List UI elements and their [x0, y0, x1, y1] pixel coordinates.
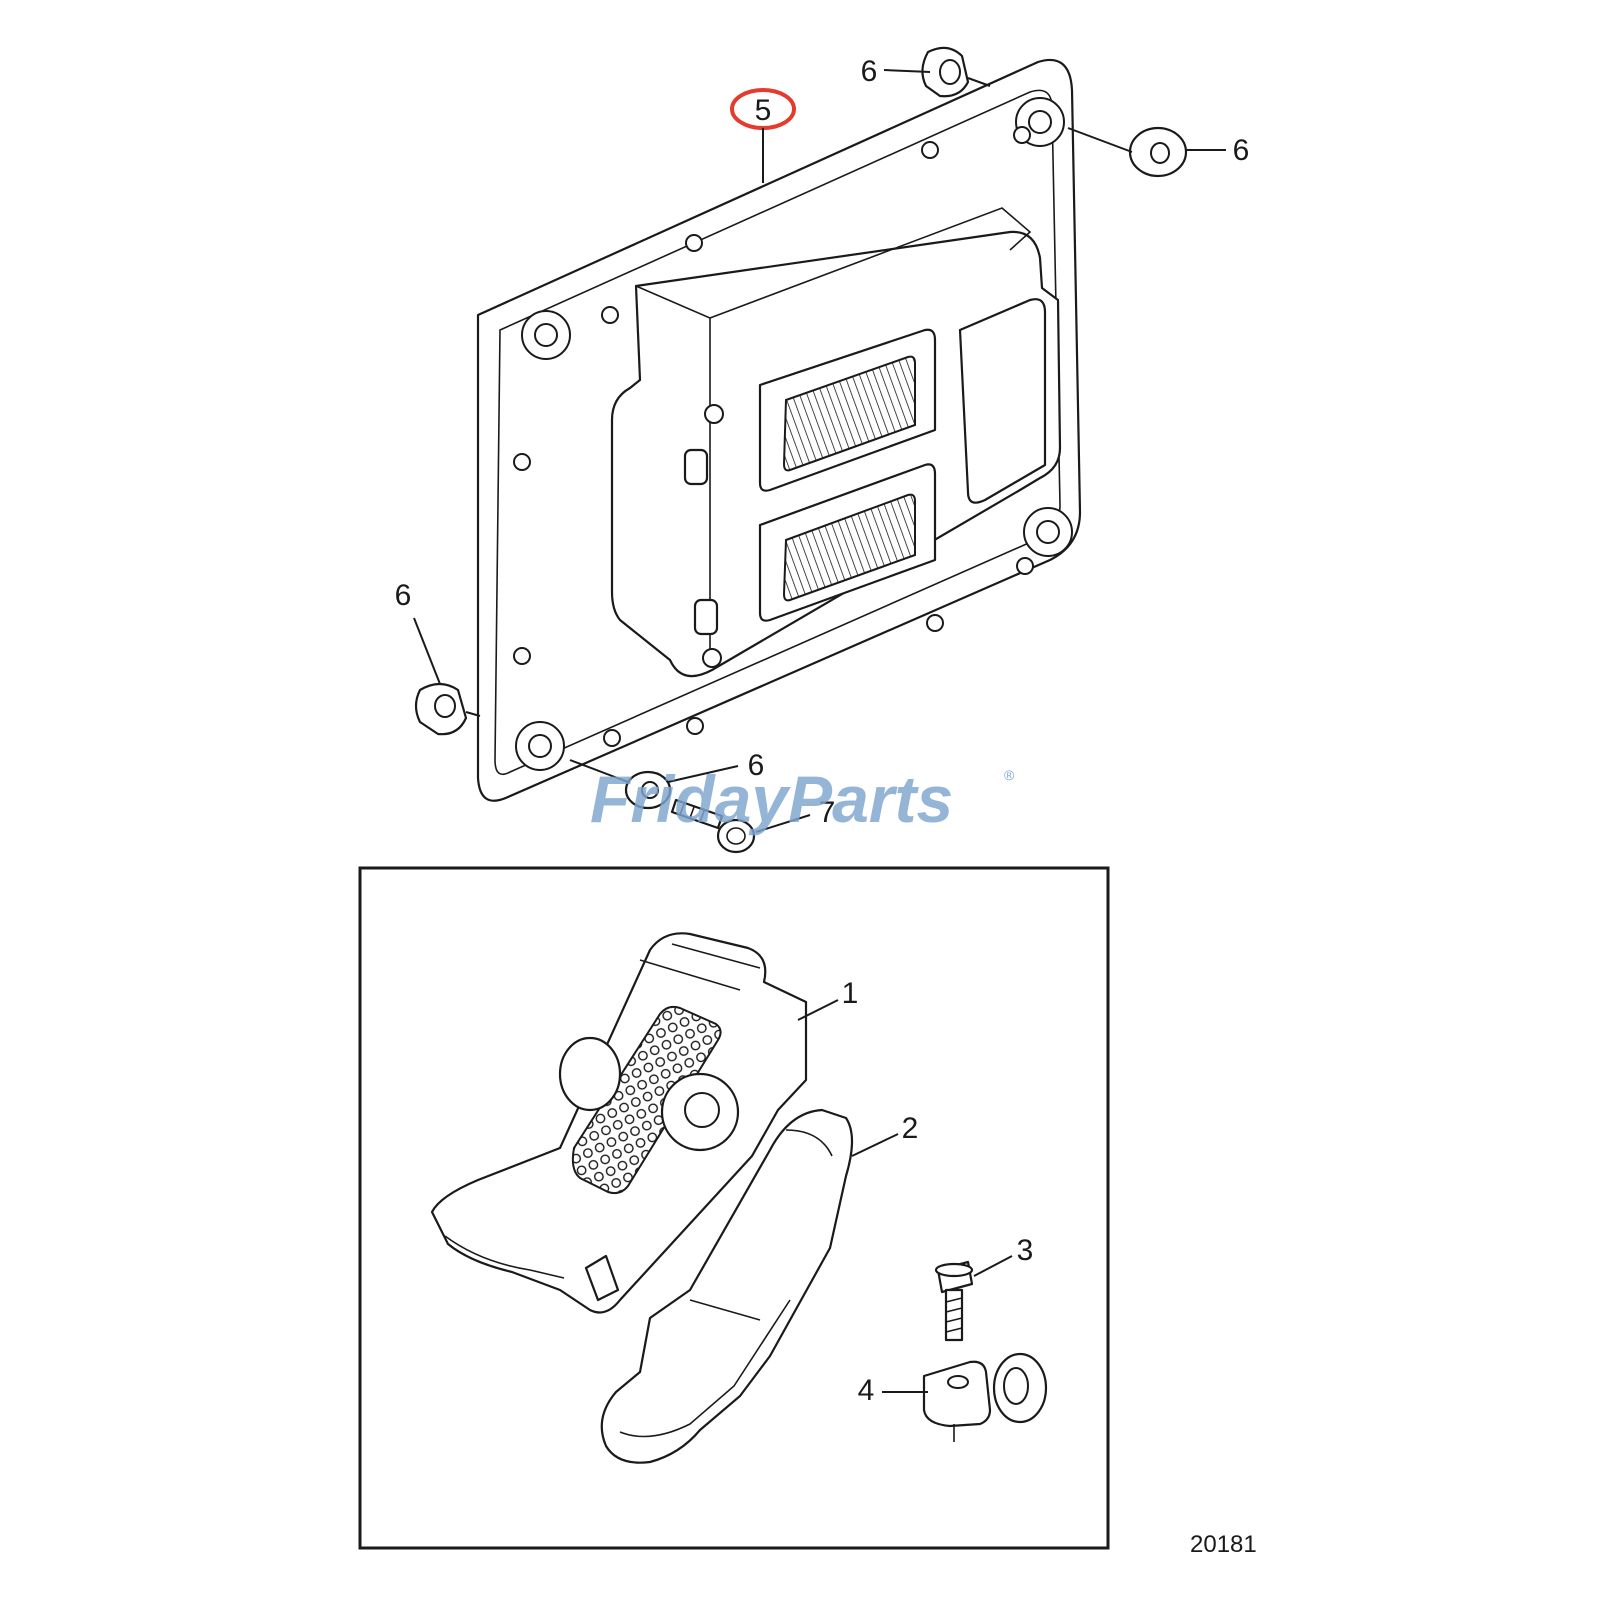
callout-6-bottom: 6	[667, 749, 765, 783]
nut-6-right	[1067, 126, 1188, 178]
ecu-unit	[476, 58, 1082, 802]
callout-7: 7	[755, 796, 836, 833]
watermark: FridayParts ®	[590, 762, 1015, 836]
callout-4: 4	[858, 1374, 928, 1407]
callout-6-left-label: 6	[395, 579, 412, 612]
callout-2: 2	[851, 1112, 919, 1157]
callout-3-label: 3	[1017, 1234, 1034, 1267]
svg-text:®: ®	[1004, 767, 1015, 783]
nut-6-left	[414, 682, 481, 736]
callout-3: 3	[973, 1234, 1034, 1277]
callout-1-label: 1	[842, 977, 859, 1010]
connector-cover	[600, 1108, 854, 1464]
callout-5-label: 5	[755, 94, 772, 127]
nut-6-top	[921, 46, 991, 98]
inset-frame	[358, 866, 1110, 1550]
callout-5: 5	[730, 88, 796, 183]
callout-6-bottom-label: 6	[748, 749, 765, 782]
bolt-7	[670, 798, 756, 854]
flange-bolt	[934, 1260, 974, 1342]
cable-clip	[922, 1352, 1048, 1442]
callout-6-right: 6	[1186, 134, 1249, 167]
watermark-text: FridayParts	[590, 762, 953, 836]
callout-2-label: 2	[902, 1112, 919, 1145]
callout-4-label: 4	[858, 1374, 875, 1407]
callout-6-right-label: 6	[1233, 134, 1250, 167]
figure-id: 20181	[1190, 1531, 1257, 1558]
callout-6-top-label: 6	[861, 55, 878, 88]
callout-6-top: 6	[861, 55, 931, 88]
callout-6-left: 6	[395, 579, 441, 685]
nut-6-bottom	[569, 759, 672, 810]
callout-1: 1	[797, 977, 859, 1021]
callout-7-label: 7	[819, 796, 836, 829]
connector-plug	[430, 932, 808, 1314]
